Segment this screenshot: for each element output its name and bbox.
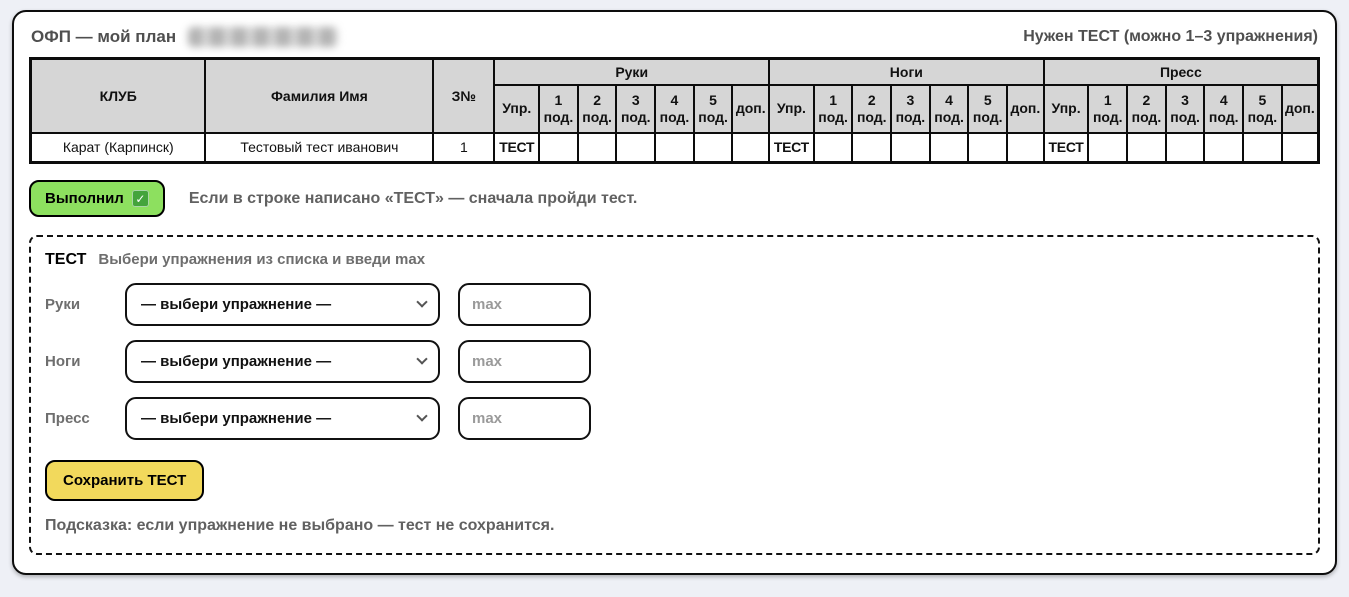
cell-abs-extra <box>1280 131 1320 164</box>
cell-arms-exercise: ТЕСТ <box>493 131 541 164</box>
plan-card: ОФП — мой план Нужен ТЕСТ (можно 1–3 упр… <box>12 10 1337 575</box>
done-hint-text: Если в строке написано «ТЕСТ» — сначала … <box>188 189 638 207</box>
col-header-name: Фамилия Имя <box>204 57 435 134</box>
sub-header-set4: 4 под. <box>1203 83 1245 134</box>
save-test-button[interactable]: Сохранить ТЕСТ <box>45 460 205 501</box>
sub-header-extra: доп. <box>1006 83 1045 134</box>
cell-arms-set2 <box>576 131 618 164</box>
cell-arms-extra <box>731 131 771 164</box>
sub-header-set3: 3 под. <box>615 83 657 134</box>
test-panel-subtitle: Выбери упражнения из списка и введи max <box>98 251 426 268</box>
legs-max-input[interactable] <box>458 340 591 383</box>
check-icon: ✓ <box>131 190 149 207</box>
sub-header-set1: 1 под. <box>812 83 854 134</box>
card-header: ОФП — мой план Нужен ТЕСТ (можно 1–3 упр… <box>29 25 1320 57</box>
cell-abs-exercise: ТЕСТ <box>1042 131 1090 164</box>
cell-legs-set3 <box>890 131 931 164</box>
legs-exercise-select[interactable]: — выбери упражнение — <box>125 340 440 383</box>
cell-arms-set5 <box>692 131 734 164</box>
sub-header-set4: 4 под. <box>928 83 970 134</box>
sub-header-set2: 2 под. <box>851 83 893 134</box>
cell-arms-set3 <box>615 131 657 164</box>
sub-header-extra: доп. <box>1280 83 1320 134</box>
sub-header-set3: 3 под. <box>890 83 931 134</box>
test-row-abs-label: Пресс <box>45 410 90 427</box>
col-header-club: КЛУБ <box>29 57 207 134</box>
cell-legs-extra <box>1006 131 1045 164</box>
test-row-legs: Ноги — выбери упражнение — <box>45 340 1302 383</box>
redacted-user-identifier <box>188 27 339 47</box>
test-panel-title: ТЕСТ <box>45 251 87 268</box>
group-header-arms: Руки <box>493 57 771 86</box>
cell-abs-set3 <box>1164 131 1206 164</box>
cell-abs-set5 <box>1242 131 1283 164</box>
cell-legs-set2 <box>851 131 893 164</box>
cell-legs-exercise: ТЕСТ <box>768 131 815 164</box>
sub-header-set5: 5 под. <box>1242 83 1283 134</box>
done-button[interactable]: Выполнил ✓ <box>29 180 165 217</box>
cell-session: 1 <box>432 131 496 164</box>
sub-header-set5: 5 под. <box>967 83 1009 134</box>
test-panel: ТЕСТ Выбери упражнения из списка и введи… <box>29 235 1320 555</box>
test-required-note: Нужен ТЕСТ (можно 1–3 упражнения) <box>1023 28 1318 45</box>
col-header-session: З№ <box>432 57 496 134</box>
sub-header-set2: 2 под. <box>576 83 618 134</box>
page-title: ОФП — мой план <box>31 27 177 46</box>
cell-legs-set1 <box>812 131 854 164</box>
sub-header-set2: 2 под. <box>1126 83 1167 134</box>
group-header-abs: Пресс <box>1042 57 1320 86</box>
sub-header-exercise: Упр. <box>768 83 815 134</box>
sub-header-set1: 1 под. <box>1087 83 1129 134</box>
sub-header-set1: 1 под. <box>538 83 579 134</box>
cell-name: Тестовый тест иванович <box>204 131 435 164</box>
arms-exercise-select[interactable]: — выбери упражнение — <box>125 283 440 326</box>
plan-table: КЛУБ Фамилия Имя З№ Руки Ноги Пресс Упр.… <box>29 57 1320 164</box>
arms-max-input[interactable] <box>458 283 591 326</box>
sub-header-exercise: Упр. <box>493 83 541 134</box>
cell-abs-set1 <box>1087 131 1129 164</box>
sub-header-exercise: Упр. <box>1042 83 1090 134</box>
sub-header-extra: доп. <box>731 83 771 134</box>
cell-abs-set4 <box>1203 131 1245 164</box>
cell-legs-set5 <box>967 131 1009 164</box>
test-row-arms-label: Руки <box>45 296 81 313</box>
done-row: Выполнил ✓ Если в строке написано «ТЕСТ»… <box>29 180 1320 217</box>
test-row-abs: Пресс — выбери упражнение — <box>45 397 1302 440</box>
done-button-label: Выполнил <box>45 190 124 207</box>
sub-header-set3: 3 под. <box>1164 83 1206 134</box>
sub-header-set5: 5 под. <box>692 83 734 134</box>
abs-exercise-select[interactable]: — выбери упражнение — <box>125 397 440 440</box>
test-panel-hint: Подсказка: если упражнение не выбрано — … <box>45 517 555 534</box>
test-row-legs-label: Ноги <box>45 353 81 370</box>
sub-header-set4: 4 под. <box>654 83 695 134</box>
group-header-legs: Ноги <box>768 57 1045 86</box>
cell-arms-set4 <box>654 131 695 164</box>
cell-club: Карат (Карпинск) <box>29 131 207 164</box>
cell-abs-set2 <box>1126 131 1167 164</box>
table-row: Карат (Карпинск) Тестовый тест иванович … <box>29 131 1320 164</box>
cell-arms-set1 <box>538 131 579 164</box>
test-row-arms: Руки — выбери упражнение — <box>45 283 1302 326</box>
cell-legs-set4 <box>928 131 970 164</box>
abs-max-input[interactable] <box>458 397 591 440</box>
